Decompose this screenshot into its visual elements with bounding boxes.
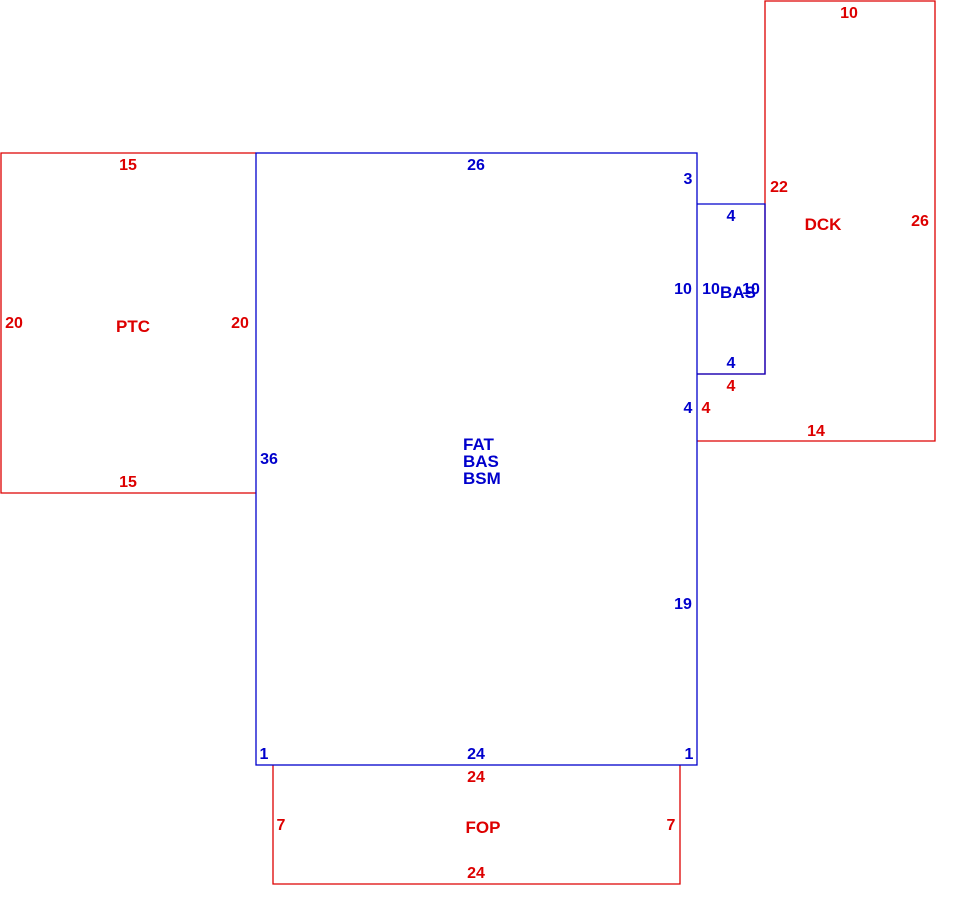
bas-small-outline <box>697 203 766 375</box>
fop-dim-top: 24 <box>467 769 485 786</box>
bas-small-dim-left: 10 <box>702 281 720 298</box>
fop-code-label: FOP <box>466 818 501 837</box>
ptc-code-label: PTC <box>116 317 150 336</box>
fop-dim-left: 7 <box>277 817 286 834</box>
fop-outline <box>272 765 681 885</box>
bas-small-dim-right: 10 <box>742 281 760 298</box>
main-code-bsm: BSM <box>463 469 501 488</box>
main-dim-top: 26 <box>467 157 485 174</box>
ptc-outline <box>0 152 256 494</box>
main-area <box>255 152 698 766</box>
dck-dim-left-upper: 22 <box>770 179 788 196</box>
main-dim-right-upper: 3 <box>684 171 693 188</box>
fop-area <box>272 765 681 885</box>
bas-small-code-label: BAS <box>720 283 756 302</box>
main-dim-right-lower: 19 <box>674 596 692 613</box>
ptc-dim-right: 20 <box>231 315 249 332</box>
main-dim-right-mid-b: 4 <box>684 400 693 417</box>
bas-small-dim-top: 4 <box>727 208 736 225</box>
dck-dim-left-lower: 4 <box>702 400 711 417</box>
main-dim-bottom-left-step: 1 <box>260 746 269 763</box>
dck-dim-top: 10 <box>840 5 858 22</box>
dck-code-label: DCK <box>805 215 843 234</box>
bas-small-dim-bottom: 4 <box>727 355 736 372</box>
fop-dim-bottom: 24 <box>467 865 485 882</box>
dck-dim-step-bottom: 4 <box>727 378 736 395</box>
main-dim-right-mid-a: 10 <box>674 281 692 298</box>
main-dim-left: 36 <box>260 451 278 468</box>
main-outline <box>255 152 698 766</box>
main-dim-bottom: 24 <box>467 746 485 763</box>
ptc-dim-bottom: 15 <box>119 474 137 491</box>
ptc-area <box>0 152 256 494</box>
main-code-bas: BAS <box>463 452 499 471</box>
dck-dim-bottom: 14 <box>807 423 825 440</box>
ptc-dim-left: 20 <box>5 315 23 332</box>
fop-dim-right: 7 <box>667 817 676 834</box>
bas-small-area <box>697 203 766 375</box>
main-dim-bottom-right-step: 1 <box>685 746 694 763</box>
main-code-fat: FAT <box>463 435 494 454</box>
dck-dim-right: 26 <box>911 213 929 230</box>
ptc-dim-top: 15 <box>119 157 137 174</box>
dck-outline <box>697 0 936 442</box>
